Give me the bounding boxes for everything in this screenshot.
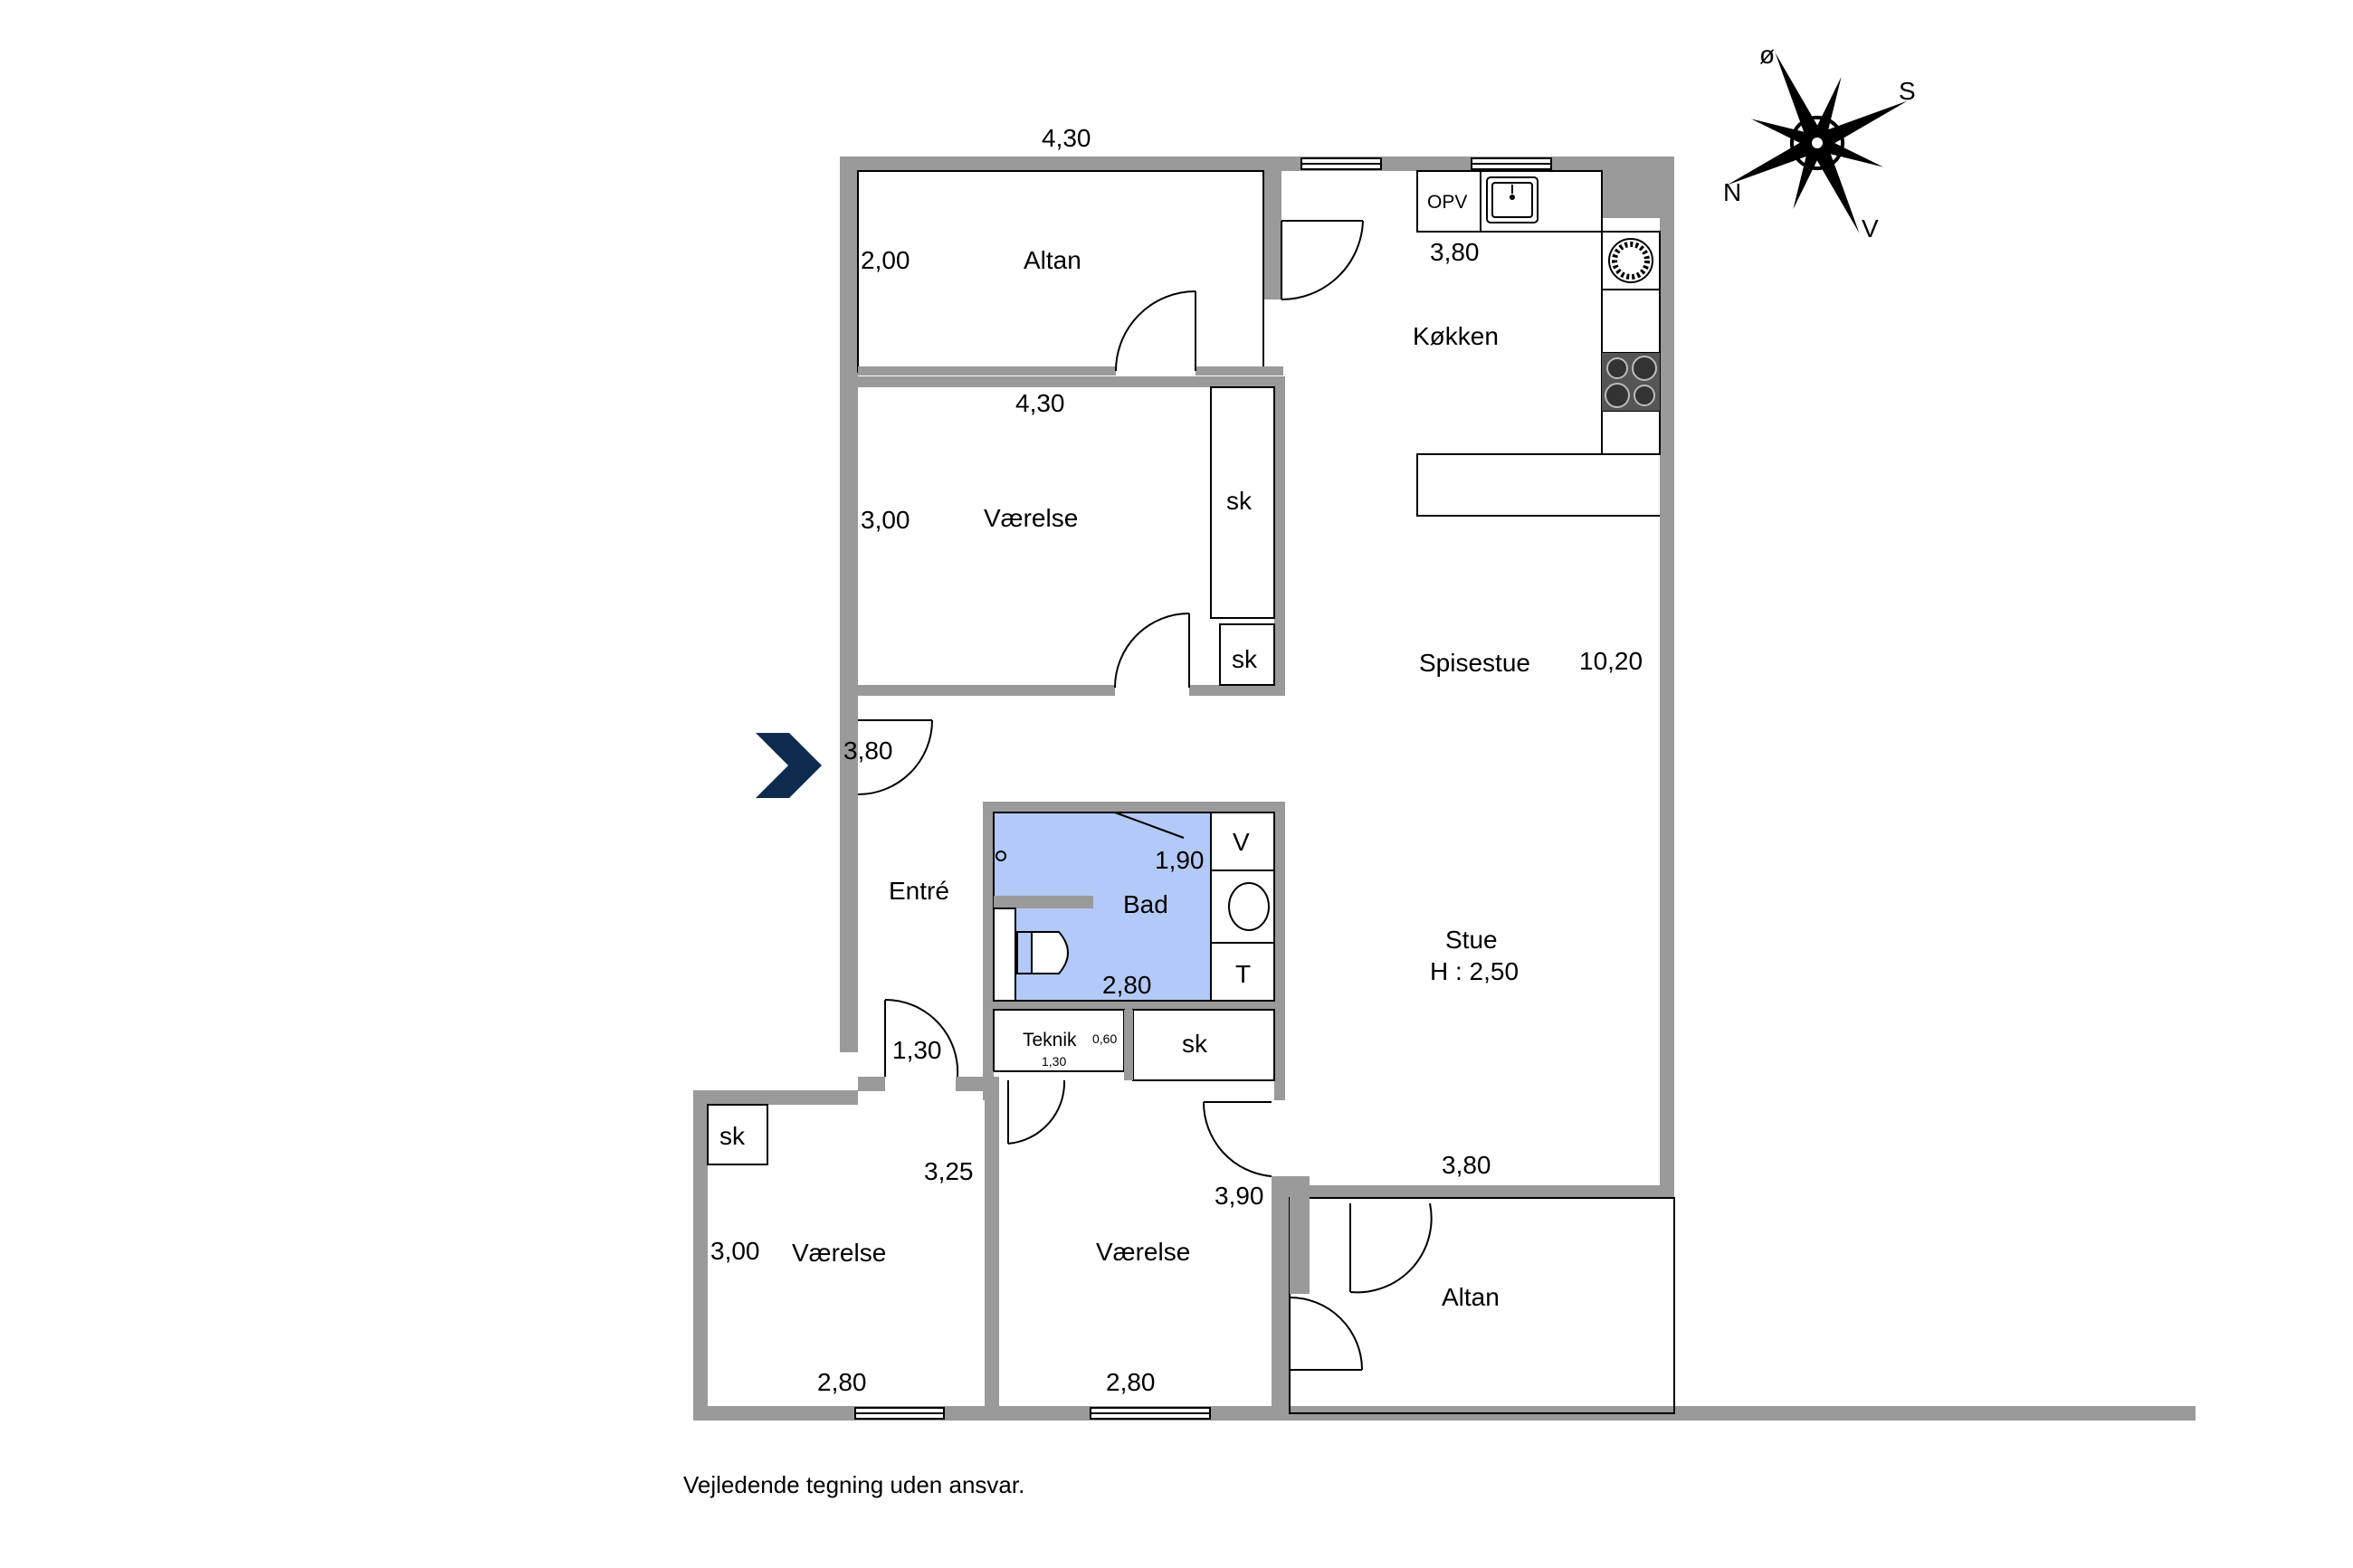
vaerelse-top-room <box>858 376 1285 698</box>
label-sk3: sk <box>1182 1030 1208 1058</box>
label-v: V <box>1233 828 1250 856</box>
label-opv: OPV <box>1427 192 1467 213</box>
disclaimer-text: Vejledende tegning uden ansvar. <box>683 1471 1025 1498</box>
compass-icon <box>1727 52 1908 233</box>
kitchen-units <box>1416 170 1661 517</box>
label-sk2: sk <box>1232 645 1258 673</box>
dim-teknik-length: 1,30 <box>1042 1054 1066 1069</box>
compass-o: ø <box>1759 41 1775 69</box>
label-sk1: sk <box>1226 487 1253 515</box>
dim-vaerelse-top-height: 3,00 <box>861 506 910 534</box>
outer-walls <box>693 157 2196 1421</box>
doors <box>857 220 1433 1371</box>
bottom-rooms <box>707 1077 1675 1421</box>
dim-vaerelse-left-height: 3,00 <box>710 1237 760 1265</box>
dim-hall-width: 1,30 <box>892 1036 942 1064</box>
label-stue: Stue <box>1445 926 1498 954</box>
dim-stue-width: 3,80 <box>1442 1151 1491 1179</box>
dim-bad-width: 1,90 <box>1155 846 1205 874</box>
entry-arrow-icon <box>756 733 822 798</box>
label-stue-height: H : 2,50 <box>1430 957 1519 985</box>
altan-top-room <box>857 170 1283 377</box>
dim-vaerelse-mid-depth: 3,90 <box>1215 1182 1264 1210</box>
dim-vaerelse-left-depth: 3,25 <box>924 1157 974 1185</box>
label-vaerelse-mid: Værelse <box>1096 1238 1190 1266</box>
label-sk4: sk <box>719 1122 746 1150</box>
dim-teknik-width: 0,60 <box>1092 1031 1117 1046</box>
bathroom-block <box>983 802 1285 1100</box>
dim-spisestue-length: 10,20 <box>1579 647 1643 675</box>
dim-koekken-width: 3,80 <box>1430 238 1480 266</box>
label-bad: Bad <box>1123 890 1168 918</box>
windows <box>854 157 1633 1420</box>
compass-s: S <box>1899 77 1916 105</box>
label-t: T <box>1235 960 1251 988</box>
dim-bad-length: 2,80 <box>1102 971 1152 999</box>
dim-vaerelse-top-width: 4,30 <box>1015 389 1065 417</box>
compass-n: N <box>1723 178 1741 206</box>
label-vaerelse-left: Værelse <box>792 1239 886 1267</box>
label-altan-top: Altan <box>1024 246 1081 274</box>
dim-altan-top-width: 4,30 <box>1042 124 1091 152</box>
dim-entre-width: 3,80 <box>843 736 893 765</box>
label-altan-bottom: Altan <box>1442 1283 1500 1311</box>
label-teknik: Teknik <box>1023 1030 1077 1050</box>
dim-vaerelse-left-width: 2,80 <box>817 1368 867 1396</box>
label-koekken: Køkken <box>1413 322 1499 350</box>
label-spisestue: Spisestue <box>1419 649 1530 677</box>
dim-vaerelse-mid-width: 2,80 <box>1106 1368 1156 1396</box>
dim-altan-top-height: 2,00 <box>861 246 910 274</box>
label-vaerelse-top: Værelse <box>984 504 1078 532</box>
label-entre: Entré <box>889 877 949 905</box>
compass-v: V <box>1862 214 1879 242</box>
